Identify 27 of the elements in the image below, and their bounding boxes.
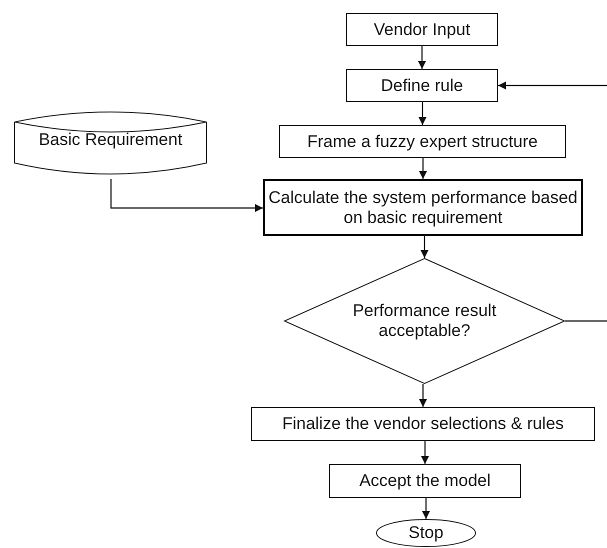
process-box [251,407,595,441]
arrow [418,102,426,125]
process-box [263,179,583,236]
process-box [329,464,521,498]
arrow [421,441,429,464]
arrow [420,236,428,258]
node-text: Frame a fuzzy expert structure [307,132,538,152]
arrow [418,46,426,69]
node-text: Define rule [380,76,464,96]
node-text: Accept the model [359,471,491,491]
process-box [279,125,566,158]
decision-diamond [284,258,565,384]
arrow [422,498,430,519]
node-text: Performance result acceptable? [352,301,498,341]
arrow [498,82,607,90]
node-text: Calculate the system performance based on basic requirement [268,188,578,228]
node-text: Basic Requirement [38,130,182,150]
terminator-ellipse [376,519,476,547]
node-text: Stop [408,523,444,543]
connector-line [565,320,607,322]
node-text: Finalize the vendor selections & rules [282,414,564,434]
arrow [419,384,427,407]
process-box [346,13,498,46]
arrow [419,158,427,179]
process-box [346,69,498,102]
arrow [110,179,263,212]
node-text: Vendor Input [374,20,470,40]
